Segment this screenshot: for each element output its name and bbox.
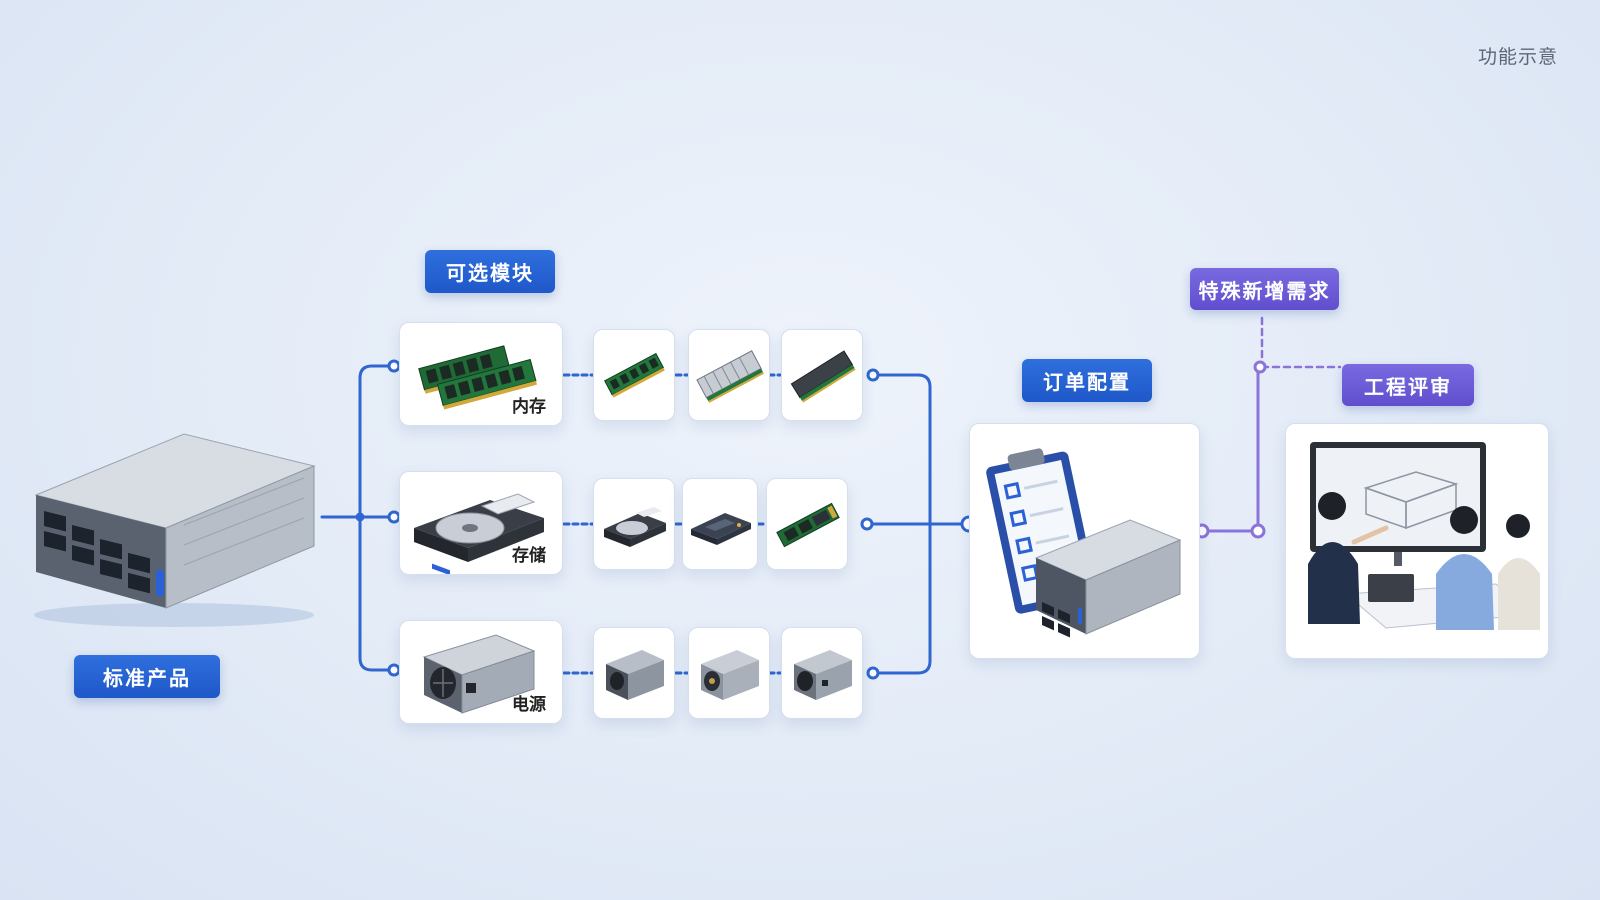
ssd-icon	[691, 513, 751, 545]
option-card-memory-2[interactable]	[688, 329, 770, 421]
option-card-storage-3[interactable]	[766, 478, 848, 570]
engineering-meeting-icon	[1308, 442, 1540, 630]
optional-modules-label: 可选模块	[425, 250, 555, 293]
option-card-storage-1[interactable]	[593, 478, 675, 570]
option-card-memory-3[interactable]	[781, 329, 863, 421]
power-supply-icon	[794, 650, 852, 700]
module-label-memory: 内存	[512, 397, 546, 417]
order-config-label: 订单配置	[1022, 359, 1152, 402]
engineering-review-card[interactable]	[1285, 423, 1549, 659]
nvme-ssd-icon	[776, 502, 840, 548]
option-card-power-3[interactable]	[781, 627, 863, 719]
option-card-storage-2[interactable]	[682, 478, 758, 570]
power-supply-icon	[606, 650, 664, 700]
clipboard-checklist-icon	[986, 448, 1182, 638]
module-label-power: 电源	[512, 695, 546, 715]
hard-drive-icon	[414, 493, 544, 574]
ram-module-icon	[604, 352, 665, 398]
standard-product-label: 标准产品	[74, 655, 220, 698]
power-supply-icon	[422, 634, 536, 714]
ram-module-icon	[418, 345, 537, 410]
hard-drive-icon	[604, 507, 666, 547]
module-label-storage: 存储	[512, 546, 546, 566]
option-card-memory-1[interactable]	[593, 329, 675, 421]
option-card-power-2[interactable]	[688, 627, 770, 719]
option-card-power-1[interactable]	[593, 627, 675, 719]
ram-heatsink-icon	[696, 350, 764, 403]
module-card-memory[interactable]: 内存	[399, 322, 563, 426]
engineering-review-label: 工程评审	[1342, 364, 1474, 406]
power-supply-icon	[701, 650, 759, 700]
rack-server-icon	[34, 433, 316, 627]
corner-label: 功能示意	[1478, 46, 1559, 68]
module-card-storage[interactable]: 存储	[399, 471, 563, 575]
special-requirements-label: 特殊新增需求	[1190, 268, 1339, 310]
module-card-power[interactable]: 电源	[399, 620, 563, 724]
ram-module-icon	[790, 350, 856, 403]
order-config-card[interactable]	[969, 423, 1200, 659]
